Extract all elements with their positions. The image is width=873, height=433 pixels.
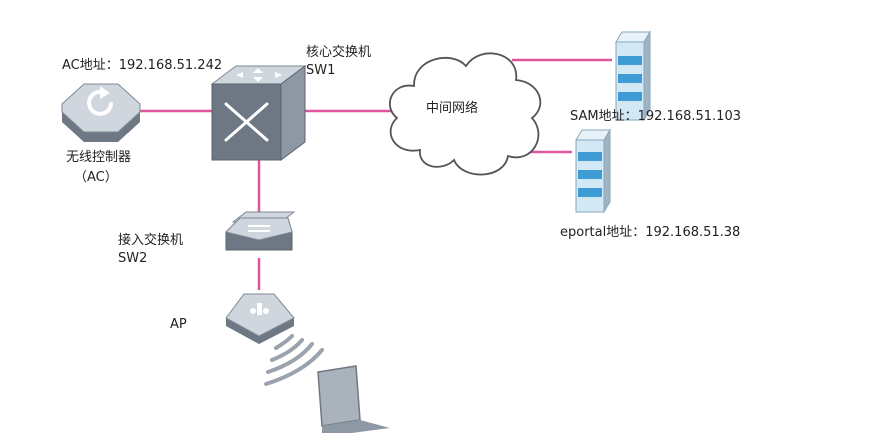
- eportal-server-band3: [578, 188, 602, 197]
- sam-server-side: [643, 30, 651, 122]
- ac-abbr-label: （AC）: [74, 170, 118, 185]
- server-icon: [615, 30, 651, 122]
- cloud-shape: [388, 52, 542, 176]
- links: [140, 58, 612, 290]
- access-point-icon: [225, 293, 295, 344]
- sam-server-band1: [618, 56, 642, 65]
- eportal-address-label: eportal地址：192.168.51.38: [560, 225, 740, 240]
- ap-bottom: [226, 318, 294, 344]
- eportal-server-band1: [578, 152, 602, 161]
- access-name-label: 接入交换机: [118, 232, 183, 248]
- core-switch-icon: [210, 65, 307, 161]
- laptop-icon: [317, 365, 390, 433]
- laptop-base: [322, 420, 390, 433]
- ac-top: [61, 83, 141, 133]
- ap-signal-glyph: [250, 303, 269, 315]
- ap-name-label: AP: [170, 317, 187, 332]
- server-icon: [575, 128, 611, 214]
- access-id-label: SW2: [118, 251, 147, 266]
- laptop-screen: [317, 365, 361, 427]
- cloud-label: 中间网络: [426, 100, 478, 116]
- ac-name-label: 无线控制器: [66, 150, 131, 165]
- core-arrows: [236, 68, 282, 82]
- cloud-icon: 中间网络: [388, 52, 542, 176]
- wifi-wave-4: [264, 348, 324, 386]
- sam-server-band3: [618, 92, 642, 101]
- ac-address-label: AC地址：192.168.51.242: [62, 58, 222, 73]
- access-switch-icon: [225, 211, 296, 251]
- core-id-label: SW1: [306, 63, 335, 78]
- wireless-controller-icon: [61, 83, 141, 142]
- sam-address-label: SAM地址：192.168.51.103: [570, 109, 741, 124]
- eportal-server-side: [603, 128, 611, 214]
- wifi-wave-1: [274, 334, 294, 350]
- wifi-signal-icon: [264, 334, 324, 386]
- core-side: [280, 65, 306, 161]
- core-name-label: 核心交换机: [306, 44, 371, 60]
- ac-bottom: [62, 112, 140, 142]
- access-upper: [225, 217, 293, 241]
- ac-swirl: [87, 89, 113, 116]
- eportal-server-band2: [578, 170, 602, 179]
- wifi-wave-3: [266, 342, 314, 374]
- access-arrows: [248, 225, 270, 232]
- wifi-wave-2: [270, 338, 304, 362]
- sam-server-band2: [618, 74, 642, 83]
- core-cross-arrows: [224, 102, 269, 142]
- ac-swirl-arrow: [100, 86, 110, 99]
